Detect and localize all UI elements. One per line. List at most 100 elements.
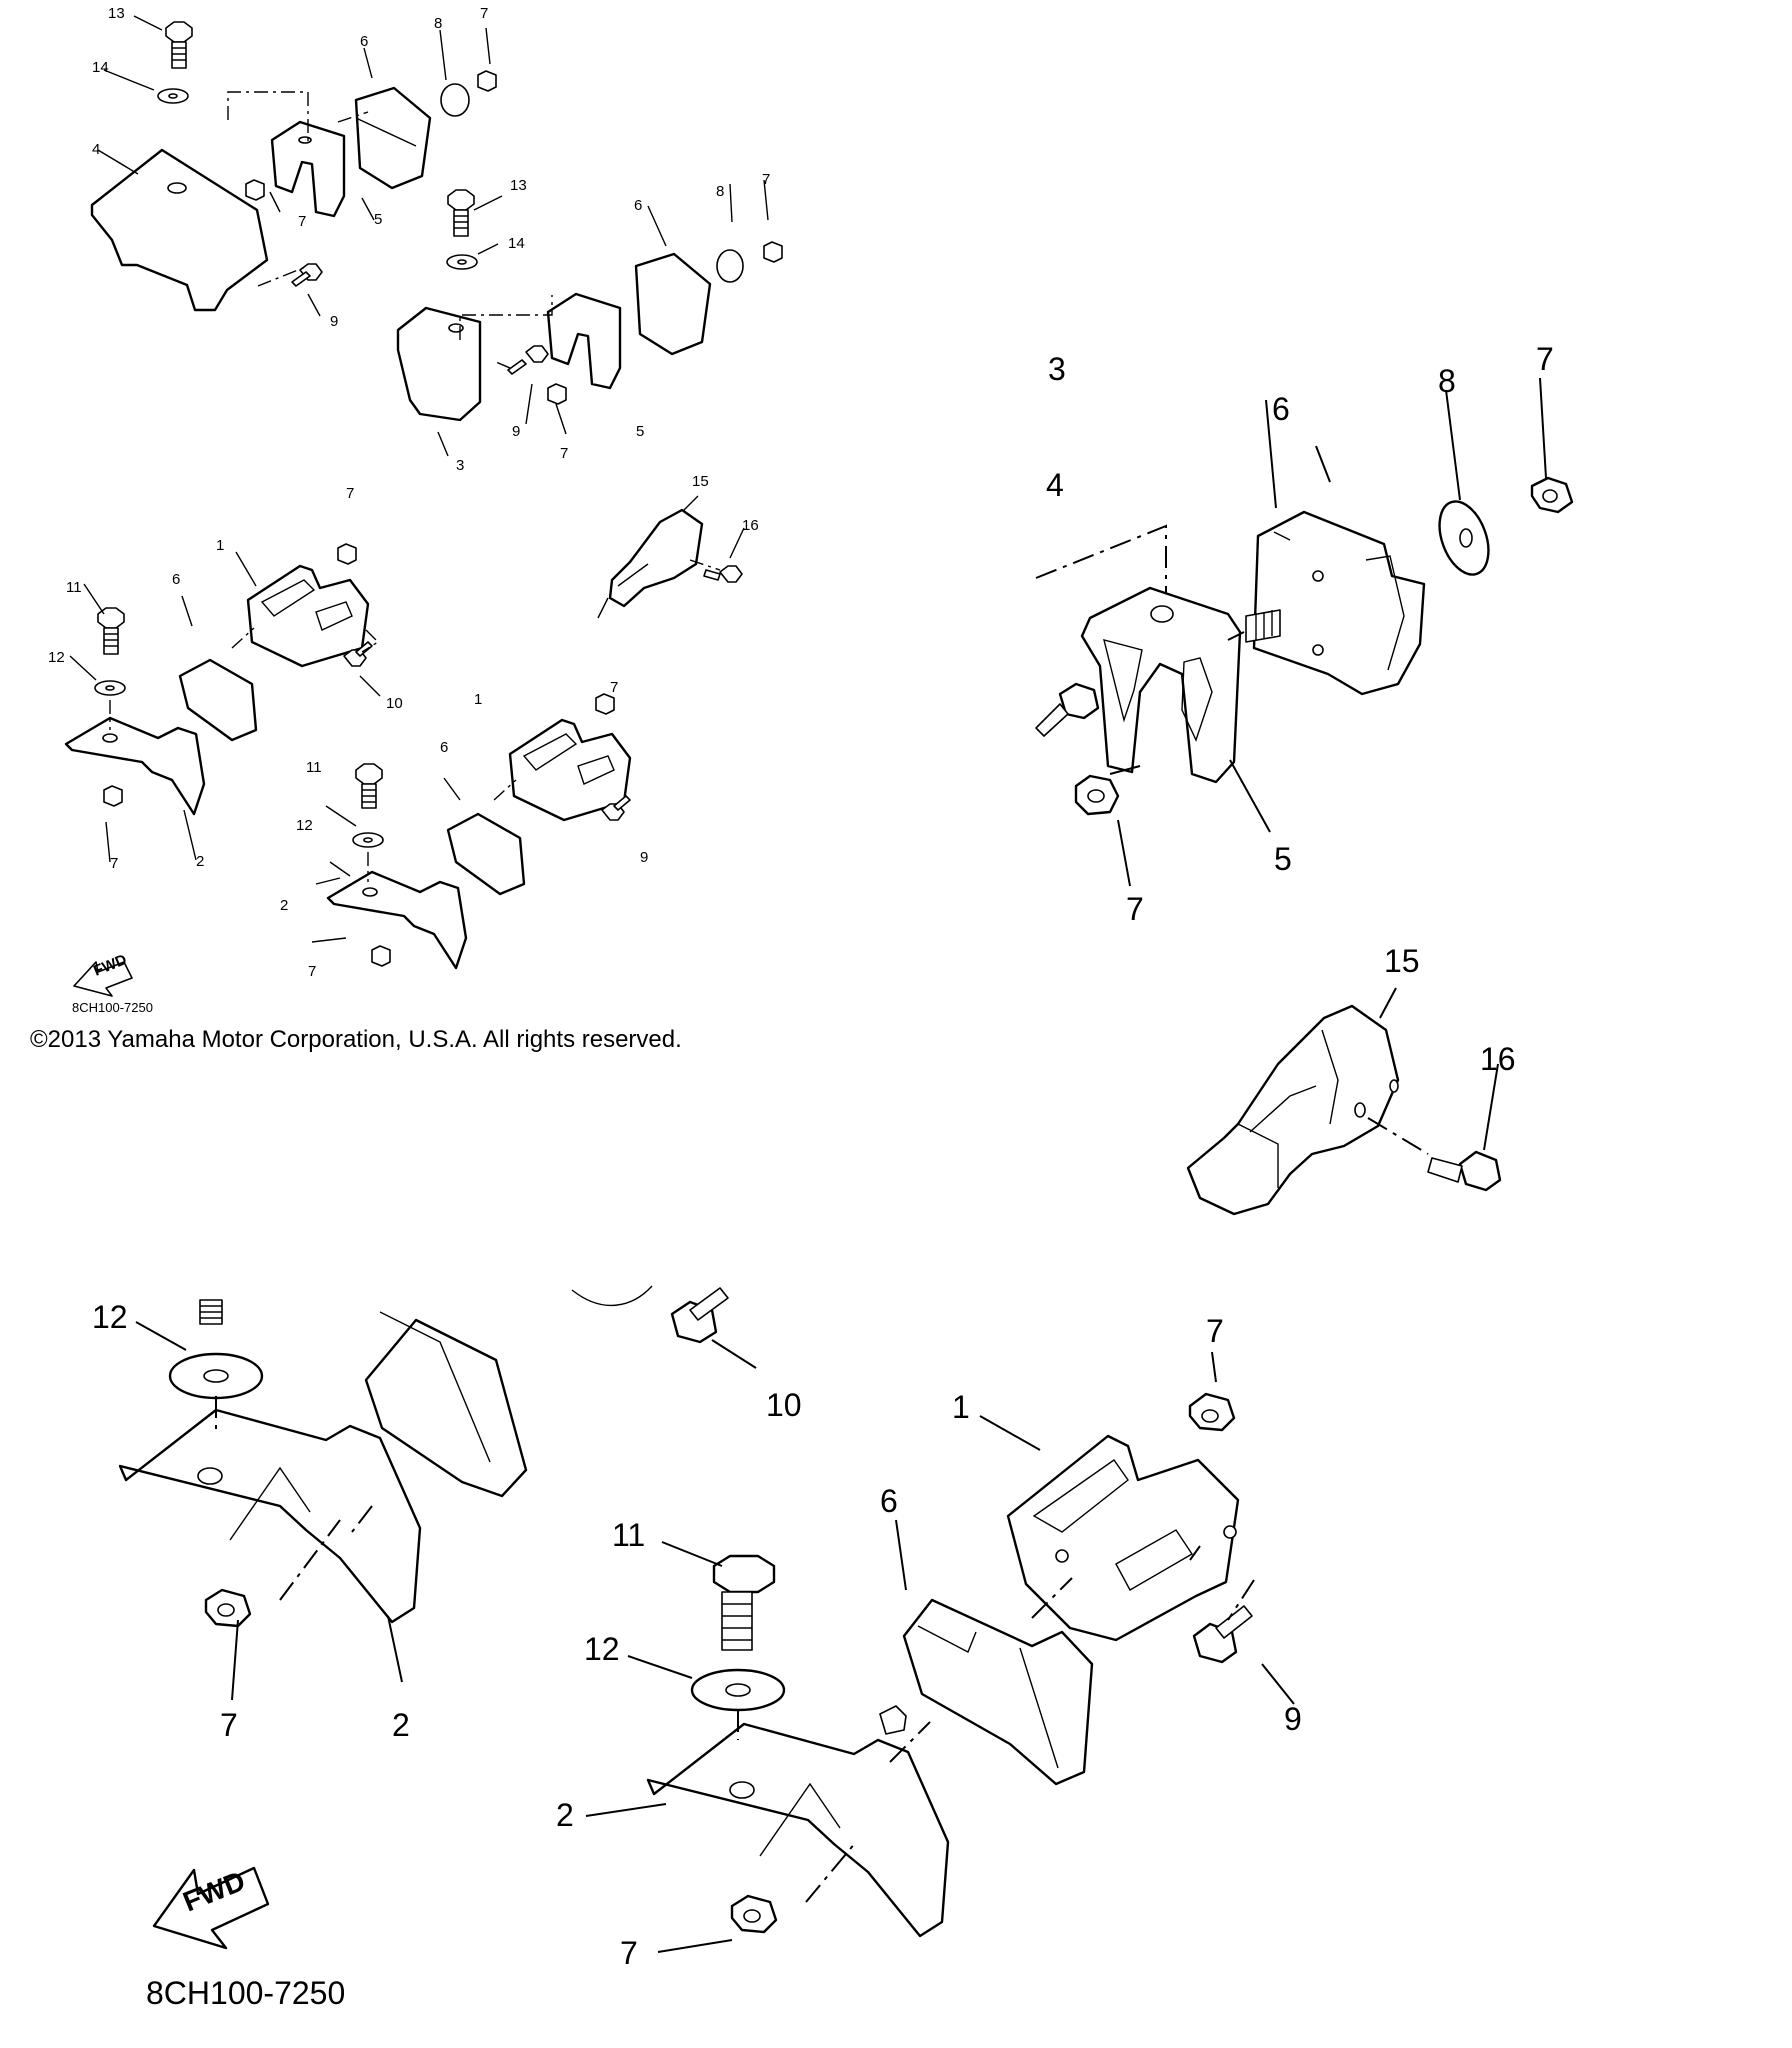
zoom-mid-right-callouts: 15 16 [1384,943,1516,1077]
callout: 7 [110,855,118,872]
callout: 6 [440,739,448,756]
callout: 9 [640,849,648,866]
callout: 7 [220,1707,238,1743]
zoom-mid-right [1186,987,1502,1216]
bolt-13-upper [165,21,193,69]
callout: 4 [92,141,100,158]
callout: 8 [434,15,442,32]
nut-7-upper [477,70,497,92]
callout: 7 [1126,891,1144,927]
stay-5-upper [270,120,346,218]
overview-diagram [64,15,783,997]
callout: 13 [510,177,527,194]
stud-6-zoom [1245,609,1281,643]
callout: 8 [716,183,724,200]
callout: 14 [508,235,525,252]
stopper-15-small [608,508,704,608]
mount-6-center [446,812,526,896]
mount-6-left [178,658,258,742]
bracket-2-zoom-left [118,1408,422,1624]
callout: 6 [360,33,368,50]
callout: 15 [692,473,709,490]
callout: 11 [66,579,82,596]
callout: 11 [306,759,322,776]
callout: 8 [1438,363,1456,399]
callout: 6 [880,1483,898,1519]
nut-7-left-top [337,543,357,565]
callout: 5 [636,423,644,440]
bracket-1-zoom [1006,1434,1240,1642]
bolt-9-zoom-right [1192,1605,1253,1664]
callout: 2 [196,853,204,870]
callout: 7 [308,963,316,980]
callout: 7 [298,213,306,230]
mount-6-zoom [1252,510,1426,696]
fwd-arrow-small [73,961,133,997]
callout: 14 [92,59,109,76]
callout: 4 [1046,467,1064,503]
bolt-13-lower [447,189,475,237]
callout: 2 [392,1707,410,1743]
callout: 12 [296,817,313,834]
bolt-16-small [703,565,743,583]
bolt-11-left [97,607,125,655]
bracket-1-center [508,718,632,822]
callout: 16 [742,517,759,534]
callout: 2 [280,897,288,914]
callout: 10 [766,1387,802,1423]
callout: 7 [1206,1313,1224,1349]
stopper-15-zoom [1186,1004,1400,1216]
callout: 15 [1384,943,1420,979]
bolt-10-zoom [670,1287,729,1344]
bracket-2-zoom-right [646,1722,950,1938]
nut-7-center-bottom [371,945,391,967]
nut-7-center-top [595,693,615,715]
bolt-9-lower [507,345,549,375]
bracket-3 [396,306,482,422]
callout: 2 [556,1797,574,1833]
stay-5-lower [546,292,622,390]
zoom-bottom-callouts: 12 10 7 1 6 11 12 7 2 9 2 7 [92,1299,1302,1971]
callout: 6 [172,571,180,588]
callout: 7 [762,171,770,188]
callout: 12 [584,1631,620,1667]
washer-8-lower [716,249,744,283]
callout: 7 [610,679,618,696]
washer-8-upper [440,83,470,117]
zoom-top-right-callouts: 3 4 6 8 7 5 7 [1046,341,1554,927]
callout: 1 [216,537,224,554]
callout: 10 [386,695,403,712]
callout: 12 [48,649,65,666]
callout: 7 [1536,341,1554,377]
bolt-11-zoom [712,1554,776,1651]
stay-5-zoom [1080,586,1242,784]
bolt-16-zoom [1427,1150,1502,1192]
callout: 3 [456,457,464,474]
callout: 9 [512,423,520,440]
callout: 13 [108,5,125,22]
overview-callouts: 13 14 4 6 8 7 7 5 9 13 14 6 8 7 9 7 5 3 … [48,5,770,980]
mount-6-zoom-right [902,1598,1094,1786]
zoom-top-right [1035,377,1574,887]
bolt-10 [343,641,373,667]
bolt-9-upper [291,263,323,287]
callout: 11 [612,1517,645,1553]
fwd-arrow-large [152,1866,270,1950]
callout: 12 [92,1299,128,1335]
mount-6-lower [634,252,712,356]
callout: 7 [480,5,488,22]
copyright-notice: ©2013 Yamaha Motor Corporation, U.S.A. A… [30,1026,682,1053]
callout: 3 [1048,351,1066,387]
bracket-4 [90,148,269,312]
callout: 6 [634,197,642,214]
callout: 1 [474,691,482,708]
callout: 16 [1480,1041,1516,1077]
bracket-2-center [326,870,468,970]
diagram-code-large: 8CH100-7250 [146,1975,346,2011]
bolt-9-center [601,795,631,821]
callout: 9 [330,313,338,330]
zoom-bottom [118,1285,1295,1953]
bracket-1-left [246,564,370,668]
